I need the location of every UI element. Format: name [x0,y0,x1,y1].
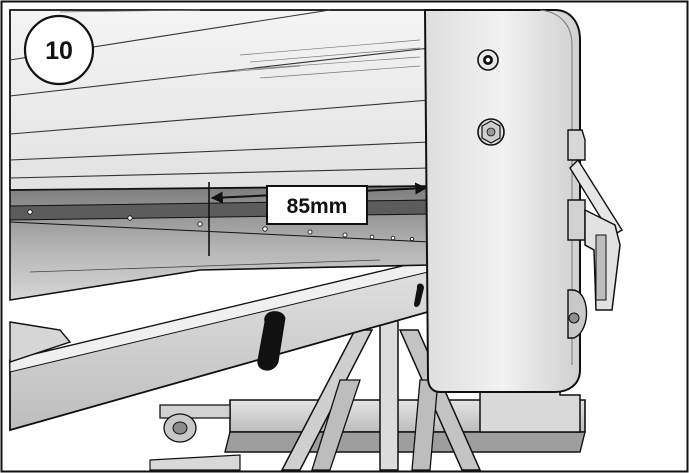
main-panel [9,9,431,191]
stand-frame [149,319,586,471]
bolt-lower [477,118,505,146]
dimension-label: 85mm [287,195,348,218]
clamp-mechanism [567,129,623,339]
clamp-shoe [9,321,72,363]
slotted-beam [9,248,471,432]
dimension-label-box [266,185,368,225]
step-badge: 10 [23,14,95,86]
step-number: 10 [45,37,73,65]
bolt-upper [477,49,499,71]
side-plate [423,9,581,393]
dimension-annotation: 85mm [208,182,428,256]
